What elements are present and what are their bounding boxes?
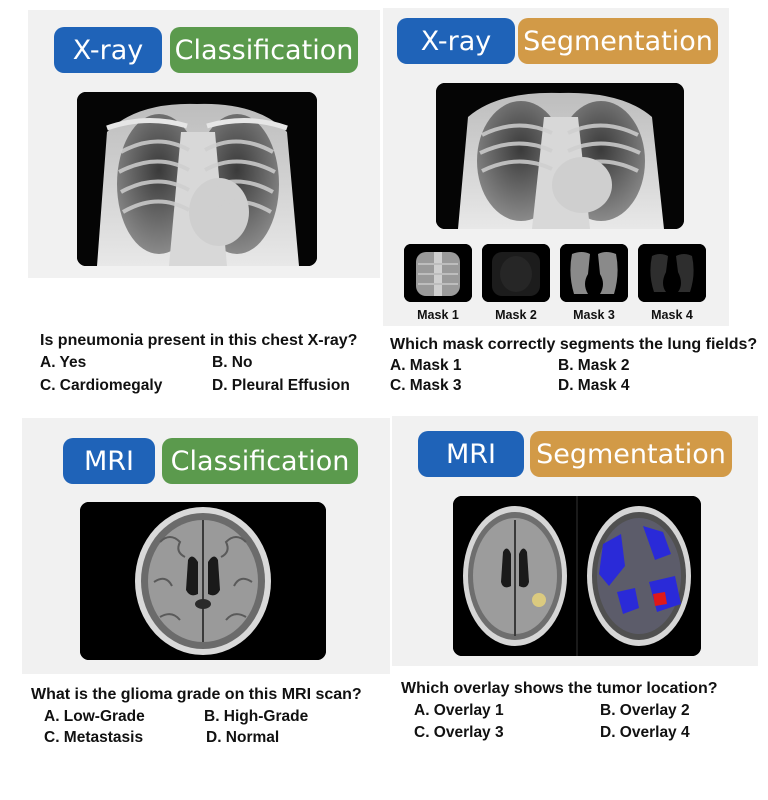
- task-tag-classification: Classification: [162, 438, 358, 484]
- chest-xray-image: [77, 92, 317, 266]
- modality-tag-mri: MRI: [418, 431, 524, 477]
- mask-label: Mask 1: [417, 308, 459, 322]
- question-text: Is pneumonia present in this chest X-ray…: [40, 332, 358, 349]
- answer-option[interactable]: B. No: [212, 354, 253, 371]
- modality-tag-xray: X-ray: [54, 27, 162, 73]
- answer-option[interactable]: D. Pleural Effusion: [212, 377, 350, 394]
- question-text: Which mask correctly segments the lung f…: [390, 336, 758, 353]
- answer-option[interactable]: A. Yes: [40, 354, 87, 371]
- question-text: What is the glioma grade on this MRI sca…: [31, 686, 362, 703]
- mask-3-thumbnail[interactable]: [560, 244, 628, 302]
- answer-option[interactable]: B. Overlay 2: [600, 702, 690, 719]
- mask-label: Mask 3: [573, 308, 615, 322]
- mask-label: Mask 2: [495, 308, 537, 322]
- brain-mri-overlay-image: [453, 496, 701, 656]
- answer-option[interactable]: A. Mask 1: [390, 357, 462, 374]
- brain-mri-image: [80, 502, 326, 660]
- chest-xray-image: [436, 83, 684, 229]
- answer-option[interactable]: B. Mask 2: [558, 357, 630, 374]
- modality-tag-xray: X-ray: [397, 18, 515, 64]
- mask-1-thumbnail[interactable]: [404, 244, 472, 302]
- answer-option[interactable]: D. Overlay 4: [600, 724, 690, 741]
- answer-option[interactable]: D. Mask 4: [558, 377, 630, 394]
- answer-option[interactable]: C. Metastasis: [44, 729, 144, 746]
- task-tag-segmentation: Segmentation: [530, 431, 732, 477]
- answer-option[interactable]: C. Mask 3: [390, 377, 462, 394]
- question-text: Which overlay shows the tumor location?: [401, 680, 718, 697]
- answer-option[interactable]: A. Low-Grade: [44, 708, 145, 725]
- answer-option[interactable]: C. Overlay 3: [414, 724, 504, 741]
- task-tag-segmentation: Segmentation: [518, 18, 718, 64]
- answer-option[interactable]: A. Overlay 1: [414, 702, 504, 719]
- mask-label: Mask 4: [651, 308, 693, 322]
- mask-4-thumbnail[interactable]: [638, 244, 706, 302]
- answer-option[interactable]: B. High-Grade: [204, 708, 309, 725]
- answer-option[interactable]: C. Cardiomegaly: [40, 377, 163, 394]
- task-tag-classification: Classification: [170, 27, 358, 73]
- answer-option[interactable]: D. Normal: [206, 729, 280, 746]
- mask-2-thumbnail[interactable]: [482, 244, 550, 302]
- modality-tag-mri: MRI: [63, 438, 155, 484]
